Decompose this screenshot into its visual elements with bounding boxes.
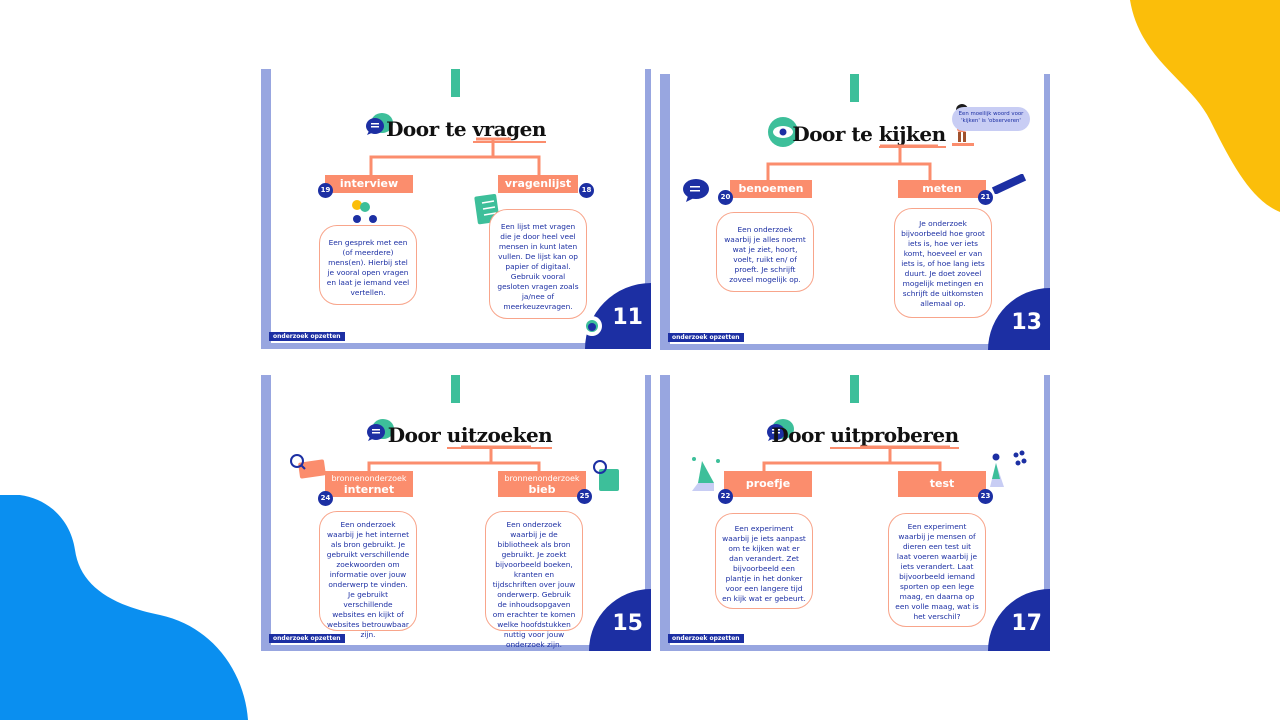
- connector-tree: [766, 144, 938, 182]
- frame-right-bar: [1044, 375, 1050, 651]
- frame-left-bar: [660, 74, 670, 350]
- slide-title: Door te vragen: [386, 117, 546, 143]
- speech-bubble-icon: [366, 113, 393, 135]
- description-bubble: Een lijst met vragen die je door heel ve…: [489, 209, 587, 319]
- page-ref-badge: 22: [718, 489, 733, 504]
- description-bubble: Een experiment waarbij je mensen of dier…: [888, 513, 986, 627]
- page-ref-badge: 20: [718, 190, 733, 205]
- slide-title: Door te kijken: [792, 122, 946, 148]
- label-main: bieb: [528, 483, 556, 496]
- ruler-icon: [991, 174, 1027, 194]
- slide-title: Door uitzoeken: [387, 423, 553, 449]
- description-bubble: Een experiment waarbij je iets aanpast o…: [715, 513, 813, 609]
- top-tab: [451, 69, 460, 97]
- blue-blob-decoration: [0, 495, 248, 720]
- label-main: internet: [343, 483, 395, 496]
- page-ref-badge: 18: [579, 183, 594, 198]
- laptop-search-icon: [290, 454, 326, 479]
- method-label-meten: meten: [898, 180, 986, 198]
- frame-bottom-bar: [261, 645, 651, 651]
- method-label-test: test: [898, 471, 986, 497]
- page-ref-badge: 23: [978, 489, 993, 504]
- description-bubble: Een onderzoek waarbij je alles noemt wat…: [716, 212, 814, 292]
- chat-badge-icon: [582, 316, 602, 336]
- yellow-blob-decoration: [1130, 0, 1280, 212]
- frame-right-bar: [1044, 74, 1050, 350]
- eye-icon: [768, 117, 798, 147]
- page-ref-badge: 24: [318, 491, 333, 506]
- frame-right-bar: [645, 375, 651, 651]
- footer-tag: onderzoek opzetten: [668, 634, 744, 643]
- pawprint-flask-icon: [990, 450, 1027, 487]
- slide-card-11[interactable]: Door te vragen interview vragenlijst 19 …: [261, 69, 651, 349]
- slide-card-17[interactable]: Door uitproberen proefje test 22 23 Een …: [660, 375, 1050, 651]
- frame-bottom-bar: [660, 645, 1050, 651]
- footer-tag: onderzoek opzetten: [269, 332, 345, 341]
- top-tab: [850, 74, 859, 102]
- method-label-proefje: proefje: [724, 471, 812, 497]
- frame-left-bar: [261, 375, 271, 651]
- slide-card-13[interactable]: Door te kijken Een moeilijk woord voor '…: [660, 74, 1050, 350]
- top-tab: [850, 375, 859, 403]
- flask-icon: [692, 457, 720, 491]
- page-number: 17: [988, 589, 1050, 651]
- connector-tree: [762, 445, 950, 473]
- page-ref-badge: 19: [318, 183, 333, 198]
- method-label-interview: interview: [325, 175, 413, 193]
- top-tab: [451, 375, 460, 403]
- footer-tag: onderzoek opzetten: [668, 333, 744, 342]
- book-search-icon: [593, 460, 619, 491]
- frame-left-bar: [261, 69, 271, 349]
- connector-tree: [369, 137, 541, 175]
- label-subtitle: bronnenonderzoek: [331, 474, 407, 483]
- label-subtitle: bronnenonderzoek: [504, 474, 580, 483]
- slide-title: Door uitproberen: [771, 423, 959, 449]
- frame-bottom-bar: [660, 344, 1050, 350]
- frame-right-bar: [645, 69, 651, 349]
- connector-tree: [367, 445, 541, 473]
- description-bubble: Een gesprek met een (of meerdere) mens(e…: [319, 225, 417, 305]
- footer-tag: onderzoek opzetten: [269, 634, 345, 643]
- description-bubble: Een onderzoek waarbij je het internet al…: [319, 511, 417, 639]
- frame-left-bar: [660, 375, 670, 651]
- frame-bottom-bar: [261, 343, 651, 349]
- description-bubble: Je onderzoek bijvoorbeeld hoe groot iets…: [894, 208, 992, 318]
- description-bubble: Een onderzoek waarbij je de bibliotheek …: [485, 511, 583, 649]
- page-ref-badge: 25: [577, 489, 592, 504]
- speech-bubble-icon: [683, 179, 709, 202]
- speech-bubble-icon: [367, 419, 394, 441]
- method-label-vragenlijst: vragenlijst: [498, 175, 578, 193]
- tip-bubble: Een moeilijk woord voor 'kijken' is 'obs…: [952, 107, 1030, 131]
- page-ref-badge: 21: [978, 190, 993, 205]
- speech-bubble-icon: [767, 419, 794, 441]
- method-label-benoemen: benoemen: [730, 180, 812, 198]
